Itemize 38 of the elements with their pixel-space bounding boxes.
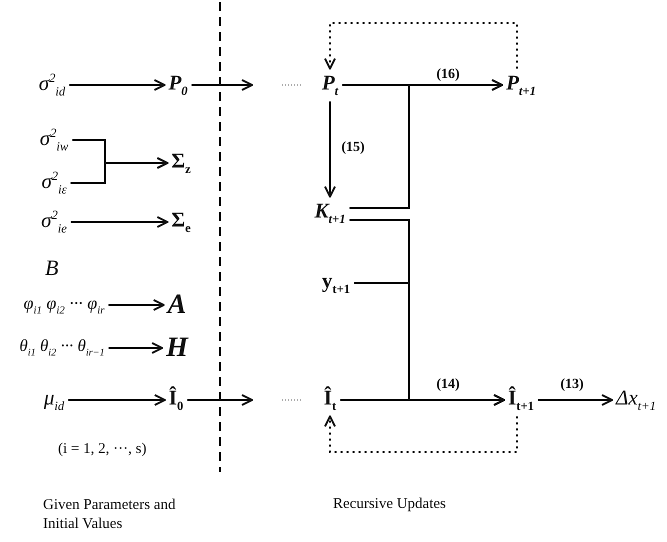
math-symbol: y$_{t+1}$ (320, 268, 352, 298)
edge-label: (14) (434, 378, 462, 392)
math-symbol: P$_{0}$ (167, 70, 189, 100)
edge-label: (13) (558, 378, 586, 392)
section-caption: Given Parameters and Initial Values (43, 496, 176, 534)
math-symbol: μ$_{id}$ (42, 386, 66, 414)
edge-label: (16) (434, 68, 462, 82)
math-symbol: A (166, 289, 188, 321)
math-symbol: θ$_{i1}$ θ$_{i2}$ ··· θ$_{ir−1}$ (18, 335, 106, 361)
math-symbol: Σ$_{z}$ (170, 148, 192, 178)
arrow (324, 101, 336, 198)
arrow (187, 394, 253, 406)
arrow (68, 394, 166, 406)
dotted-arrow (324, 22, 518, 70)
section-caption: Recursive Updates (333, 496, 446, 513)
math-symbol: φ$_{i1}$ φ$_{i2}$ ··· φ$_{ir}$ (22, 292, 106, 318)
math-symbol: Î$_{t+1}$ (507, 386, 535, 414)
arrow (70, 216, 168, 228)
math-symbol: P$_{t+1}$ (505, 70, 537, 100)
math-symbol: P$_{t}$ (320, 70, 340, 100)
math-symbol: Î$_{t}$ (322, 386, 338, 414)
math-label: (i = 1, 2, ···, s) (58, 441, 146, 458)
arrow (350, 79, 504, 209)
arrow (108, 342, 164, 354)
edge-label: (15) (339, 141, 367, 155)
arrow (70, 157, 168, 184)
arrow (340, 394, 506, 406)
dotted-arrow (324, 415, 518, 453)
math-symbol: Σ$_{e}$ (170, 208, 192, 236)
arrow (538, 394, 614, 406)
math-symbol: Δx$_{t+1}$ (615, 386, 657, 414)
math-symbol: Î$_{0}$ (168, 386, 184, 414)
arrow (69, 79, 166, 91)
arrow (108, 299, 165, 311)
math-symbol: K$_{t+1}$ (314, 198, 346, 228)
arrow (192, 79, 253, 91)
math-symbol: H (165, 332, 189, 364)
math-label: B (45, 255, 58, 281)
